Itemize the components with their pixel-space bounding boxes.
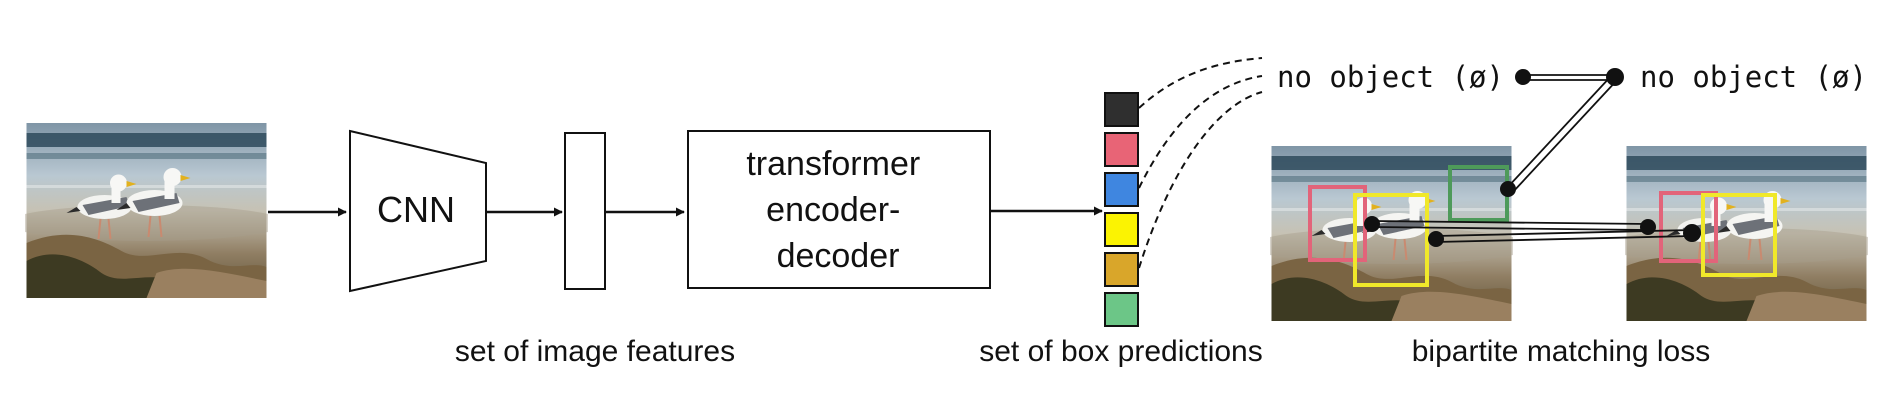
caption-box-predictions: set of box predictions [979,335,1263,368]
transformer-label-line-3: decoder [777,237,900,275]
matching-dots [1364,68,1701,247]
match-dot-green [1500,181,1516,197]
no-object-label-predicted: no object (ø) [1277,60,1504,94]
prediction-slot-3 [1104,172,1139,207]
match-line-yellow-b [1435,235,1693,243]
caption-matching-loss: bipartite matching loss [1412,335,1710,368]
match-line-pink-b [1371,226,1649,231]
input-photo [25,123,268,298]
ground-truth-boxes-photo [1625,146,1868,321]
predicted-boxes-photo [1270,146,1513,321]
match-line-green-a [1505,73,1614,190]
dashed-link-slot-3 [1138,75,1263,189]
cnn-label: CNN [377,189,455,230]
prediction-slot-6 [1104,292,1139,327]
ground-truth-pink-box [1659,191,1718,263]
predicted-yellow-box [1353,193,1429,287]
predicted-photo [1270,146,1513,321]
ground-truth-yellow-box [1701,193,1777,277]
transformer-label-line-1: transformer [746,145,920,183]
prediction-slot-1 [1104,92,1139,127]
match-dot-no-object-gt [1606,68,1624,86]
prediction-slot-4 [1104,212,1139,247]
dashed-link-slot-5 [1138,91,1263,269]
caption-image-features: set of image features [455,335,735,368]
match-dot-no-object-pred [1515,69,1531,85]
image-features-block [564,132,606,290]
transformer-block [687,130,991,289]
prediction-slot-2 [1104,132,1139,167]
dashed-link-slot-1 [1138,57,1263,109]
transformer-label-line-2: encoder- [766,191,900,229]
prediction-slots [1104,92,1139,327]
match-line-pink-a [1371,220,1649,225]
match-dot-yellow-pred [1428,231,1444,247]
match-dot-yellow-gt [1683,224,1701,242]
prediction-slot-5 [1104,252,1139,287]
no-object-label-ground-truth: no object (ø) [1640,60,1867,94]
cnn-block [349,129,487,293]
match-line-green-b [1511,77,1620,194]
match-dot-pink-gt [1640,219,1656,235]
transformer-label: transformer encoder- decoder [746,145,929,275]
match-dot-pink-pred [1364,216,1380,232]
